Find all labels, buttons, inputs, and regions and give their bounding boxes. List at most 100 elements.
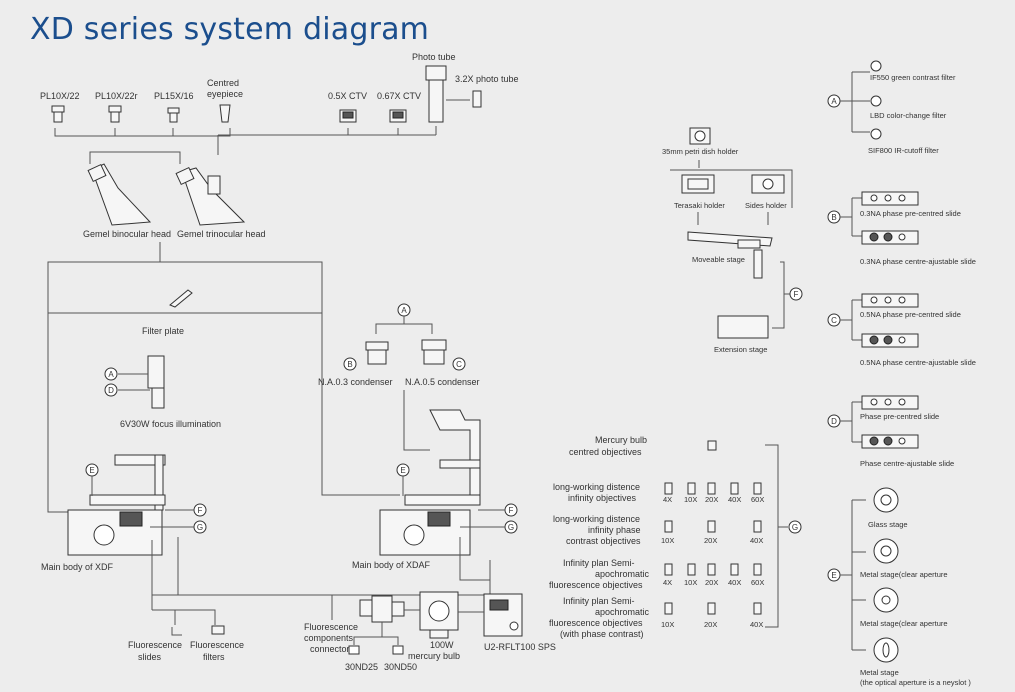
centred-label-2: eyepiece (207, 89, 243, 99)
bulb-label-1: 100W (430, 640, 454, 650)
fluorescence-connector: Fluorescence components connector (304, 595, 405, 654)
svg-text:20X: 20X (705, 495, 718, 504)
slides-holder-label: Sides holder (745, 201, 787, 210)
metal-stage-3-label-2: (the optical aperture is a neyslot ) (860, 678, 971, 687)
obj-long-phase-label-2: infinity phase (588, 525, 641, 535)
obj-long-inf-label-1: long-working distence (553, 482, 640, 492)
fluo-slides-label-2: slides (138, 652, 162, 662)
terasaki-holder: Terasaki holder (674, 174, 725, 210)
obj-plan-phase-label-3: fluorescence objectives (549, 618, 643, 628)
fluorescence-slides: Fluorescence slides (128, 627, 182, 662)
marker-d-illum: D (104, 383, 118, 397)
glass-stage: Glass stage (868, 487, 908, 529)
fluo-filters-label-2: filters (203, 652, 225, 662)
svg-text:G: G (508, 523, 514, 532)
connector-label-3: connector (310, 644, 350, 654)
objectives-plan-semi-phase: Infinity plan Semi- apochromatic fluores… (549, 596, 763, 639)
na03-label: N.A.0.3 condenser (318, 377, 393, 387)
obj-long-phase-label-1: long-working distence (553, 514, 640, 524)
power-supply: U2-RFLT100 SPS (483, 593, 556, 652)
svg-text:E: E (831, 571, 836, 580)
main-body-xdf: Main body of XDF (41, 454, 166, 572)
metal-stage-3: Metal stage (the optical aperture is a n… (860, 637, 971, 687)
eyepiece-pl10x22r-label: PL10X/22r (95, 91, 138, 101)
main-body-xdaf: Main body of XDAF (352, 409, 481, 570)
svg-text:10X: 10X (661, 620, 674, 629)
eyepiece-centred: Centred eyepiece (207, 78, 243, 123)
trinocular-head-label: Gemel trinocular head (177, 229, 266, 239)
svg-text:G: G (197, 523, 203, 532)
marker-c-cond: C (452, 357, 466, 371)
b2-label: 0.3NA phase centre-ajustable slide (860, 257, 976, 266)
filter-lbd: LBD color-change filter (870, 95, 947, 120)
filter-sif800: SIF800 IR-cutoff filter (868, 128, 939, 155)
c2-label: 0.5NA phase centre-ajustable slide (860, 358, 976, 367)
marker-e-stages: E (827, 568, 841, 582)
objectives-plan-semi: Infinity plan Semi- apochromatic fluores… (549, 558, 764, 590)
marker-g-xdaf: G (504, 520, 518, 534)
moveable-label: Moveable stage (692, 255, 745, 264)
slide-d2: Phase centre-ajustable slide (860, 434, 954, 468)
c1-label: 0.5NA phase pre-centred slide (860, 310, 961, 319)
svg-text:A: A (831, 97, 837, 106)
marker-e-xdaf: E (396, 463, 410, 477)
moveable-stage: Moveable stage (687, 231, 773, 279)
ctv-05x: 0.5X CTV (328, 91, 367, 123)
obj-long-phase-label-3: contrast objectives (566, 536, 641, 546)
na05-label: N.A.0.5 condenser (405, 377, 480, 387)
svg-text:40X: 40X (728, 495, 741, 504)
svg-text:40X: 40X (750, 620, 763, 629)
svg-text:A: A (108, 370, 114, 379)
svg-text:E: E (400, 466, 405, 475)
svg-text:A: A (401, 306, 407, 315)
fluo-slides-label-1: Fluorescence (128, 640, 182, 650)
connector-label-1: Fluorescence (304, 622, 358, 632)
extension-stage: Extension stage (714, 315, 769, 354)
extension-label: Extension stage (714, 345, 767, 354)
svg-text:10X: 10X (661, 536, 674, 545)
terasaki-label: Terasaki holder (674, 201, 725, 210)
slide-c1: 0.5NA phase pre-centred slide (860, 293, 961, 319)
marker-f-stage: F (789, 287, 803, 301)
xdf-label: Main body of XDF (41, 562, 114, 572)
svg-text:B: B (831, 213, 836, 222)
filter-plate: Filter plate (142, 289, 193, 336)
slide-b2: 0.3NA phase centre-ajustable slide (860, 230, 976, 266)
marker-e-xdf: E (85, 463, 99, 477)
eyepiece-pl10x22r: PL10X/22r (95, 91, 138, 123)
svg-text:60X: 60X (751, 495, 764, 504)
condenser-na05: N.A.0.5 condenser (405, 339, 480, 387)
connector-label-2: components (304, 633, 354, 643)
page-title: XD series system diagram (30, 12, 430, 47)
svg-text:20X: 20X (704, 536, 717, 545)
obj-plan-phase-label-4: (with phase contrast) (560, 629, 644, 639)
svg-text:40X: 40X (728, 578, 741, 587)
if550-label: IF550 green contrast filter (870, 73, 956, 82)
obj-mercury-label-1: Mercury bulb (595, 435, 647, 445)
petri-dish-holder: 35mm petri dish holder (662, 127, 739, 156)
petri-label: 35mm petri dish holder (662, 147, 739, 156)
binocular-head: Gemel binocular head (83, 163, 171, 239)
mercury-lamp: 100W mercury bulb (408, 591, 460, 661)
fluo-filters-label-1: Fluorescence (190, 640, 244, 650)
marker-a-cond: A (397, 303, 411, 317)
svg-text:4X: 4X (663, 495, 672, 504)
objectives-long-inf: long-working distence infinity objective… (553, 482, 764, 504)
obj-plan-semi-label-1: Infinity plan Semi- (563, 558, 635, 568)
svg-text:4X: 4X (663, 578, 672, 587)
eyepiece-pl10x22-label: PL10X/22 (40, 91, 80, 101)
d2-label: Phase centre-ajustable slide (860, 459, 954, 468)
svg-text:10X: 10X (684, 578, 697, 587)
metal-stage-2-label: Metal stage(clear aperture (860, 619, 948, 628)
photo-tube-label: Photo tube (412, 52, 456, 62)
sps-label: U2-RFLT100 SPS (484, 642, 556, 652)
slides-holder: Sides holder (745, 174, 787, 210)
filter-plate-label: Filter plate (142, 326, 184, 336)
svg-text:20X: 20X (705, 578, 718, 587)
trinocular-head: Gemel trinocular head (175, 166, 266, 239)
centred-label-1: Centred (207, 78, 239, 88)
svg-text:D: D (831, 417, 837, 426)
ctv-05x-label: 0.5X CTV (328, 91, 367, 101)
